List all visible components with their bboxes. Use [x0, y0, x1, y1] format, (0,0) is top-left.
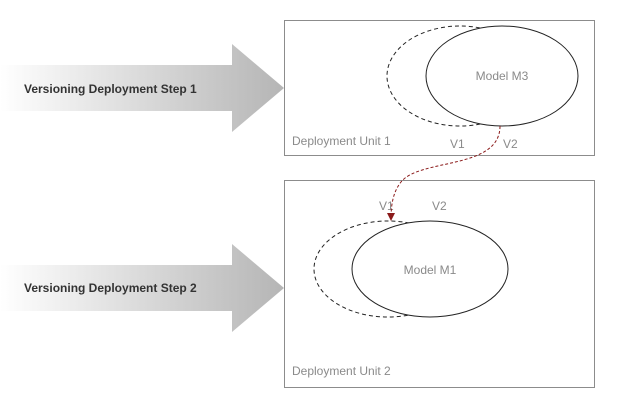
model-m3-ellipse — [425, 25, 579, 127]
model-m3-label: Model M3 — [476, 69, 529, 83]
deployment-unit-2-label: Deployment Unit 2 — [292, 364, 391, 378]
unit-1-version-v2-label: V2 — [503, 137, 518, 151]
unit-2-version-v2-label: V2 — [432, 199, 447, 213]
step-1-group: Versioning Deployment Step 1 — [0, 44, 284, 132]
version-migration-connector — [387, 125, 501, 221]
model-m1-ellipse — [351, 220, 509, 318]
step-2-group: Versioning Deployment Step 2 — [0, 244, 284, 332]
unit-2-version-v1-label: V1 — [379, 199, 394, 213]
step-1-arrow — [0, 44, 284, 132]
deployment-unit-1: Model M3 Deployment Unit 1 V1 V2 — [284, 20, 595, 156]
step-2-label: Versioning Deployment Step 2 — [24, 281, 197, 295]
deployment-unit-1-label: Deployment Unit 1 — [292, 134, 391, 148]
step-2-arrow — [0, 244, 284, 332]
deployment-unit-2: Model M1 Deployment Unit 2 V1 V2 — [284, 180, 595, 388]
unit-1-version-v1-label: V1 — [450, 137, 465, 151]
step-1-label: Versioning Deployment Step 1 — [24, 82, 197, 96]
model-m1-label: Model M1 — [404, 263, 457, 277]
